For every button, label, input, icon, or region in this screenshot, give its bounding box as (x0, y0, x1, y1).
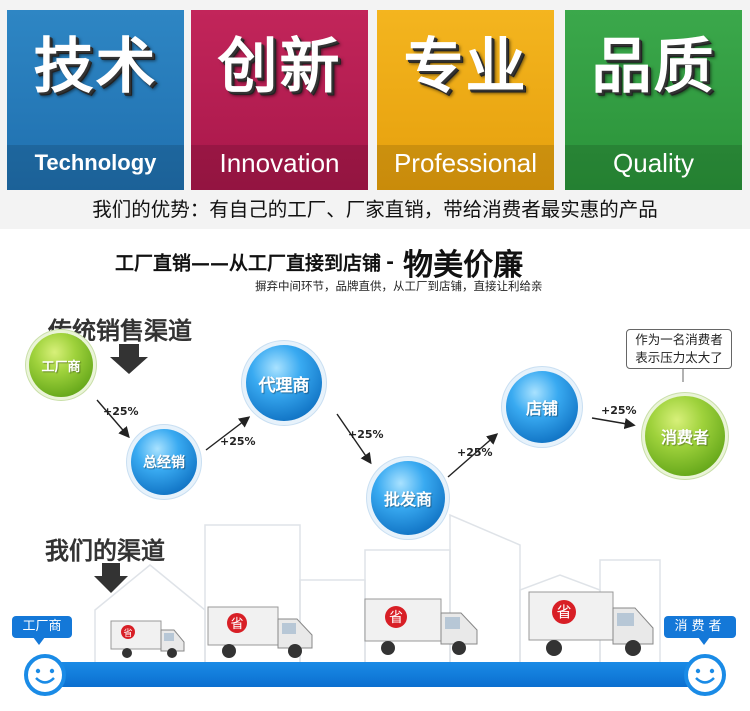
truck-badge-text: 省 (230, 617, 243, 632)
truck-icon: 省 (528, 591, 654, 656)
smiley-face-icon (24, 654, 66, 696)
markup-label: +25% (348, 428, 384, 441)
consumer-speech-bubble: 作为一名消费者 表示压力太大了 (626, 329, 732, 369)
markup-label: +25% (457, 446, 493, 459)
markup-label: +25% (601, 404, 637, 417)
advantage-text: 我们的优势：有自己的工厂、厂家直销，带给消费者最实惠的产品 (0, 193, 750, 229)
direct-channel-road (30, 662, 720, 687)
markup-label: +25% (103, 405, 139, 418)
truck-icon: 省 (207, 606, 313, 658)
node-consumer: 消费者 (645, 396, 725, 476)
tile-quality: 品质 Quality (565, 10, 742, 190)
slogan-sub: 摒弃中间环节，品牌直供，从工厂到店铺，直接让利给亲 (255, 279, 543, 293)
slogan: 工厂直销——从工厂直接到店铺 - 物美价廉 (115, 240, 524, 283)
tile-subtitle: Innovation (219, 148, 340, 178)
truck-badge-text: 省 (556, 603, 571, 621)
slogan-main: 工厂直销——从工厂直接到店铺 (115, 252, 382, 275)
tile-subtitle: Professional (393, 148, 538, 178)
start-label: 工厂商 (12, 616, 72, 638)
tile-band (191, 145, 368, 190)
tile-subtitle: Quality (613, 148, 694, 178)
tag-pointer-icon (33, 637, 45, 645)
truck-icon: 省 (110, 620, 185, 658)
end-label: 消费者 (664, 616, 736, 638)
down-arrow-icon (94, 563, 128, 593)
tile-technology: 技术 Technology (7, 10, 184, 190)
smiley-face-icon (684, 654, 726, 696)
bubble-line: 作为一名消费者 (635, 332, 723, 347)
our-channel-title: 我们的渠道 (45, 537, 165, 565)
slogan-dash: - (386, 251, 394, 273)
tile-innovation: 创新 Innovation (191, 10, 368, 190)
down-arrow-icon (110, 344, 148, 374)
node-general-distributor: 总经销 (131, 429, 197, 495)
tile-title: 品质 (591, 32, 716, 102)
node-store: 店铺 (506, 371, 578, 443)
tag-pointer-icon (698, 637, 710, 645)
slogan-big: 物美价廉 (403, 248, 524, 283)
node-factory: 工厂商 (29, 333, 93, 397)
feature-banner: 技术 Technology 创新 Innovation 专业 Professio… (0, 0, 750, 193)
tile-subtitle: Technology (34, 150, 157, 175)
tile-band (565, 145, 742, 190)
markup-label: +25% (220, 435, 256, 448)
tile-professional: 专业 Professional (377, 10, 554, 190)
tile-title: 专业 (403, 32, 528, 102)
node-agent: 代理商 (246, 345, 322, 421)
node-wholesaler: 批发商 (371, 461, 445, 535)
truck-badge-text: 省 (123, 627, 132, 639)
tile-title: 创新 (217, 32, 342, 102)
truck-icon: 省 (364, 598, 478, 655)
tile-band (7, 145, 184, 190)
tile-title: 技术 (33, 32, 158, 102)
truck-badge-text: 省 (389, 610, 403, 626)
tile-band (377, 145, 554, 190)
bubble-line: 表示压力太大了 (635, 350, 723, 365)
